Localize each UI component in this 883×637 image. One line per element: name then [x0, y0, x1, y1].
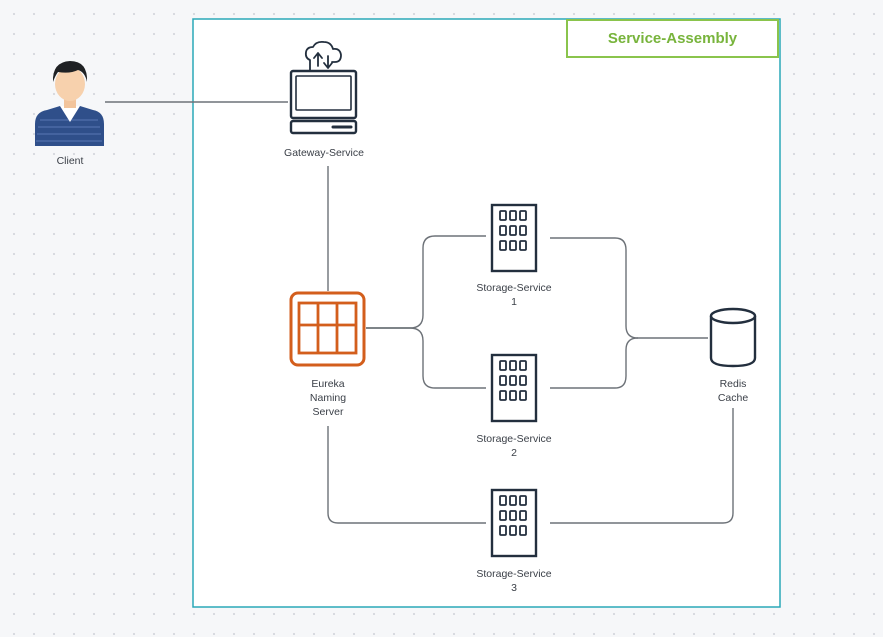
- storage3-building-icon: [490, 488, 538, 558]
- redis-label: Redis Cache: [717, 378, 749, 404]
- storage2-label: Storage-Service 2: [476, 433, 552, 459]
- connector-eureka-storage2: [366, 327, 486, 389]
- connector-eureka-storage3: [327, 426, 486, 524]
- client-label: Client: [56, 155, 84, 167]
- eureka-label: Eureka Naming Server: [309, 378, 347, 418]
- connector-eureka-storage1: [366, 235, 486, 329]
- storage3-label: Storage-Service 3: [476, 568, 552, 594]
- service-assembly-group: [192, 18, 781, 608]
- eureka-server-icon: [289, 291, 366, 367]
- storage2-building-icon: [490, 353, 538, 423]
- connector-storage1-redis: [550, 237, 708, 339]
- client-avatar-icon: [35, 61, 104, 146]
- storage1-building-icon: [490, 203, 538, 273]
- connector-storage3-redis: [550, 408, 734, 524]
- storage1-label: Storage-Service 1: [476, 282, 552, 308]
- gateway-label: Gateway-Service: [284, 147, 364, 159]
- redis-database-icon: [709, 307, 757, 368]
- gateway-computer-icon: [289, 40, 358, 135]
- group-title: Service-Assembly: [566, 19, 779, 58]
- connectors: [105, 101, 734, 524]
- storage-building-icons: [490, 203, 538, 558]
- connector-storage2-redis: [550, 337, 639, 389]
